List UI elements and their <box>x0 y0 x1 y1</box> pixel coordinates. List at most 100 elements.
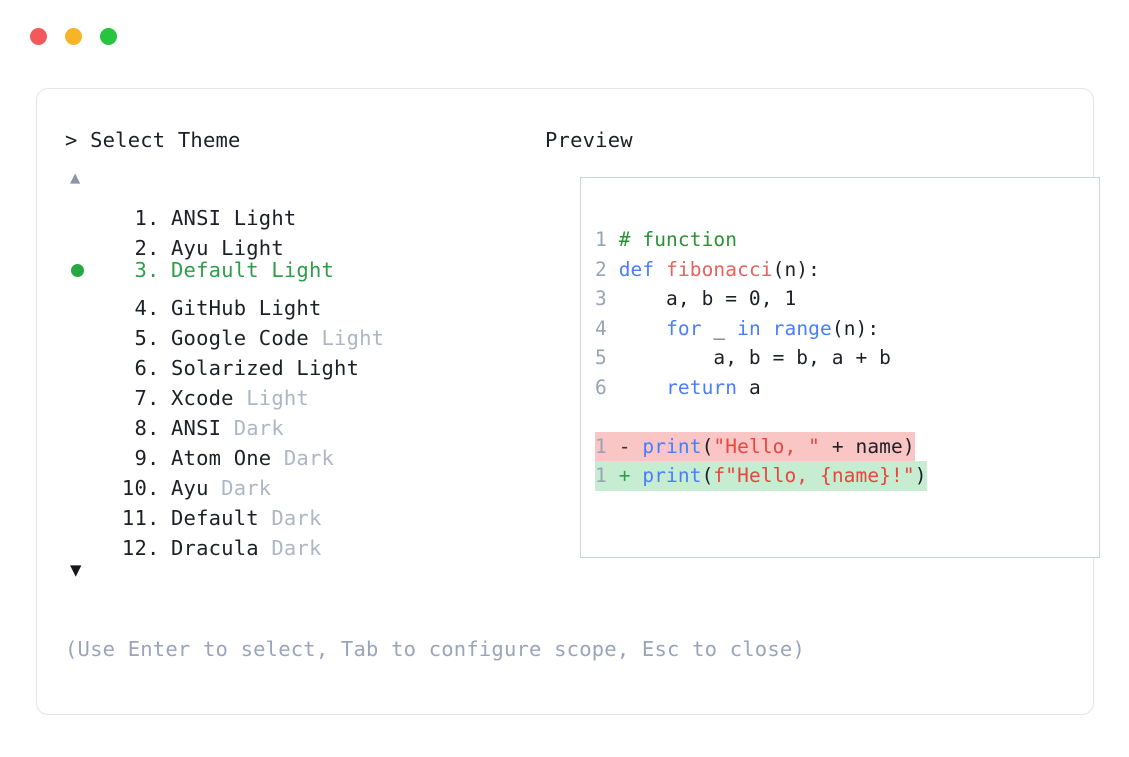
theme-item-index: 6 <box>134 356 147 380</box>
code-token: a <box>737 375 761 399</box>
prompt-line: > Select Theme <box>65 125 545 155</box>
theme-item-index-dot: . <box>147 476 160 500</box>
theme-item-index-dot: . <box>147 296 160 320</box>
page-title <box>78 128 91 152</box>
theme-list-item[interactable]: 12.Dracula Dark <box>65 525 555 560</box>
scroll-up-arrow-icon[interactable]: ▲ <box>70 168 81 188</box>
code-token: a, b = 0, 1 <box>618 287 797 310</box>
theme-list-item[interactable]: 3.Default Light <box>65 255 555 285</box>
scroll-down-arrow-icon[interactable]: ▼ <box>70 559 82 581</box>
theme-list-item[interactable]: 4.GitHub Light <box>65 285 555 320</box>
code-token: fibonacci <box>666 257 773 281</box>
code-token: "Hello, " <box>713 434 820 458</box>
theme-item-name: ANSI <box>171 206 234 230</box>
code-token <box>619 376 666 399</box>
theme-item-variant: Dark <box>283 446 335 470</box>
theme-item-index: 1 <box>134 206 147 230</box>
theme-list-item[interactable]: 2.Ayu Light <box>65 225 555 260</box>
theme-item-index-dot: . <box>147 386 160 410</box>
theme-item-name: Solarized <box>171 356 297 380</box>
theme-list-item[interactable]: 5.Google Code Light <box>65 315 555 350</box>
theme-item-index-dot: . <box>147 506 160 530</box>
theme-item-name: GitHub <box>171 296 259 320</box>
prompt-caret-icon: > <box>65 128 78 152</box>
theme-item-name: ANSI <box>171 416 234 440</box>
theme-item-index: 9 <box>134 446 147 470</box>
theme-item-label: Ayu Light <box>157 233 284 263</box>
window-traffic-lights <box>30 28 117 45</box>
theme-list-item[interactable]: 9.Atom One Dark <box>65 435 555 470</box>
diff-plus-sign: + <box>618 464 643 487</box>
theme-list-item[interactable]: 8.ANSI Dark <box>65 405 555 440</box>
code-line-number: 1 <box>595 228 619 251</box>
theme-item-variant: Dark <box>271 536 322 560</box>
code-token: return <box>666 375 738 399</box>
minimize-window-icon[interactable] <box>65 28 82 45</box>
code-token: (n): <box>831 316 880 340</box>
theme-item-variant: Dark <box>271 506 322 530</box>
code-token <box>619 317 666 340</box>
prompt-title: Select Theme <box>90 128 241 152</box>
theme-item-name: Google Code <box>171 326 322 350</box>
theme-item-label: Atom One Dark <box>157 443 334 473</box>
close-window-icon[interactable] <box>30 28 47 45</box>
selection-bullet-cell <box>65 435 99 465</box>
selection-bullet-cell <box>65 225 99 255</box>
theme-item-name: Atom One <box>171 446 284 470</box>
diff-line-row: 1 - print("Hello, " + name) <box>595 431 1091 461</box>
theme-item-variant: Light <box>233 206 297 230</box>
theme-list-item[interactable]: 6.Solarized Light <box>65 345 555 380</box>
keyboard-hint: (Use Enter to select, Tab to configure s… <box>65 637 805 661</box>
code-token: ( <box>701 464 714 487</box>
theme-item-label: Ayu Dark <box>157 473 271 503</box>
theme-item-index-dot: . <box>147 258 160 282</box>
maximize-window-icon[interactable] <box>100 28 117 45</box>
code-token: # function <box>618 228 738 251</box>
theme-item-name: Dracula <box>171 536 272 560</box>
selection-bullet-cell <box>65 345 99 375</box>
theme-item-index-dot: . <box>147 206 160 230</box>
code-token: def <box>618 257 667 281</box>
selection-bullet-cell <box>65 256 99 286</box>
theme-item-index: 12 <box>121 536 147 560</box>
theme-list-item[interactable]: 1. ANSI Light <box>65 195 555 230</box>
theme-item-variant: Light <box>246 386 309 410</box>
theme-item-index-dot: . <box>147 536 160 560</box>
diff-block: 1 - print("Hello, " + name)1 + print(f"H… <box>595 431 1091 491</box>
code-token: ) <box>914 464 927 487</box>
diff-line-number: 1 <box>595 464 619 487</box>
theme-item-label: ANSI Dark <box>157 413 284 443</box>
theme-item-variant: Light <box>221 236 284 260</box>
theme-item-index: 11 <box>121 506 147 530</box>
theme-item-label: Default Light <box>157 255 334 285</box>
prompt-column: > Select Theme <box>65 125 545 155</box>
code-line-number: 5 <box>595 346 619 369</box>
theme-item-label: Dracula Dark <box>157 533 322 563</box>
theme-item-index: 10 <box>121 476 147 500</box>
code-line: 5 a, b = b, a + b <box>595 343 1091 373</box>
theme-item-index-dot: . <box>147 236 160 260</box>
selection-bullet-cell <box>65 285 99 315</box>
code-token: in range <box>737 316 832 340</box>
diff-removed-line: 1 - print("Hello, " + name) <box>595 431 915 461</box>
code-token: _ <box>701 316 738 340</box>
theme-item-index: 3 <box>134 258 147 282</box>
theme-list-item[interactable]: 7.Xcode Light <box>65 375 555 410</box>
code-line: 4 for _ in range(n): <box>595 314 1091 344</box>
code-line: 6 return a <box>595 373 1091 403</box>
theme-item-variant: Light <box>296 356 360 380</box>
theme-list-item[interactable]: 10.Ayu Dark <box>65 465 555 500</box>
theme-item-variant: Light <box>271 258 335 282</box>
theme-item-index-dot: . <box>147 326 160 350</box>
theme-item-name: Ayu <box>171 476 222 500</box>
theme-item-name: Xcode <box>171 386 247 410</box>
theme-list-item[interactable]: 11.Default Dark <box>65 495 555 530</box>
selection-bullet-cell <box>65 195 99 225</box>
theme-item-index: 8 <box>134 416 147 440</box>
theme-item-variant: Light <box>321 326 385 350</box>
code-line-number: 3 <box>595 287 619 310</box>
diff-minus-sign: - <box>618 434 643 458</box>
